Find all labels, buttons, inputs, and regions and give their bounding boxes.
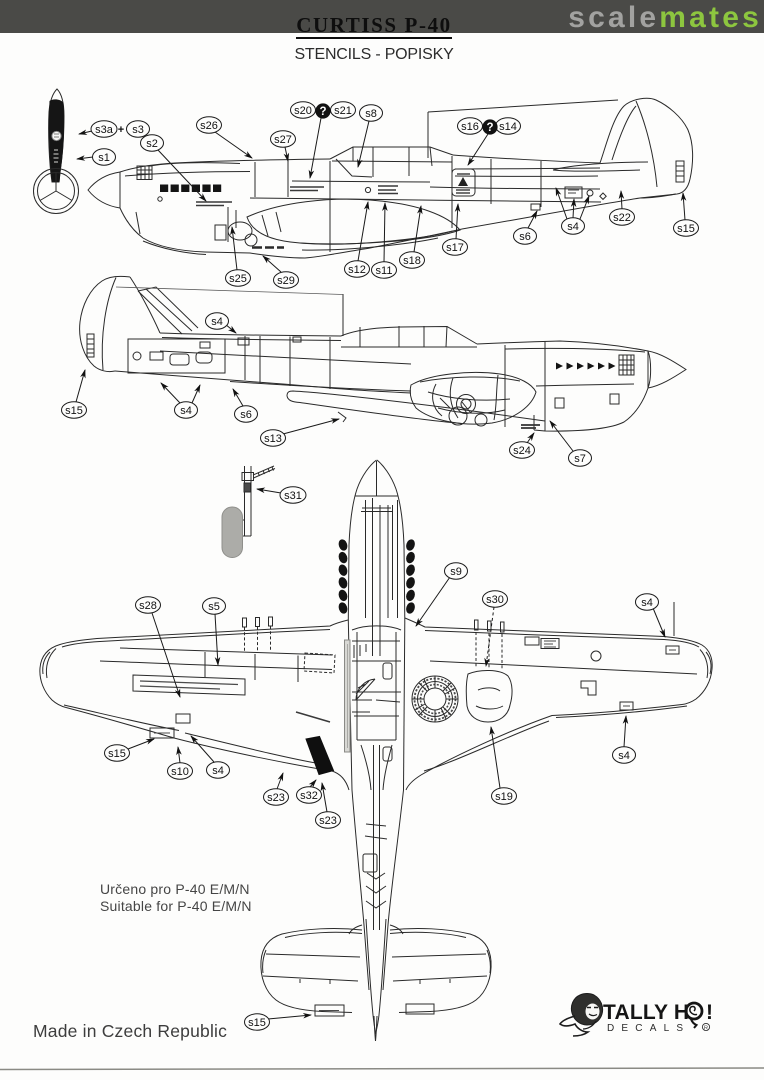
svg-text:s14: s14 (499, 121, 517, 133)
svg-text:s2: s2 (146, 138, 158, 150)
svg-text:!: ! (706, 1001, 713, 1024)
svg-text:s4: s4 (211, 316, 223, 328)
svg-text:s20: s20 (294, 105, 312, 117)
svg-text:s31: s31 (284, 490, 302, 502)
svg-text:s23: s23 (267, 792, 285, 804)
svg-text:R: R (704, 1026, 708, 1032)
svg-text:s4: s4 (618, 750, 630, 762)
svg-text:s24: s24 (513, 445, 531, 457)
svg-text:s4: s4 (567, 221, 579, 233)
svg-text:s8: s8 (365, 108, 377, 120)
svg-text:s12: s12 (348, 264, 366, 276)
svg-text:s28: s28 (139, 600, 157, 612)
svg-text:s25: s25 (229, 273, 247, 285)
svg-text:s15: s15 (677, 223, 695, 235)
svg-text:s23: s23 (319, 815, 337, 827)
svg-text:DECALS: DECALS (607, 1023, 690, 1034)
svg-text:s21: s21 (334, 105, 352, 117)
svg-text:s3: s3 (132, 124, 144, 136)
svg-text:s4: s4 (641, 597, 653, 609)
svg-text:?: ? (486, 122, 493, 134)
svg-text:s4: s4 (212, 765, 224, 777)
svg-text:s26: s26 (200, 120, 218, 132)
svg-text:s9: s9 (450, 566, 462, 578)
svg-text:s16: s16 (461, 121, 479, 133)
svg-text:s15: s15 (108, 748, 126, 760)
svg-text:s3a: s3a (95, 124, 114, 136)
svg-text:s7: s7 (574, 453, 586, 465)
svg-text:s15: s15 (248, 1017, 266, 1029)
svg-text:s10: s10 (171, 766, 189, 778)
svg-text:s6: s6 (240, 409, 252, 421)
svg-text:s22: s22 (613, 212, 631, 224)
svg-text:s29: s29 (277, 275, 295, 287)
svg-text:+: + (118, 124, 124, 136)
svg-text:s15: s15 (65, 405, 83, 417)
svg-text:s30: s30 (486, 594, 504, 606)
svg-text:s19: s19 (495, 791, 513, 803)
svg-text:s13: s13 (264, 433, 282, 445)
svg-text:s6: s6 (519, 231, 531, 243)
svg-text:s11: s11 (376, 265, 393, 277)
svg-text:s1: s1 (98, 152, 110, 164)
svg-text:?: ? (319, 106, 326, 118)
svg-text:s18: s18 (403, 255, 421, 267)
svg-text:s17: s17 (446, 242, 464, 254)
svg-text:s27: s27 (274, 134, 292, 146)
svg-text:TALLY H: TALLY H (603, 1001, 689, 1024)
svg-text:s32: s32 (300, 790, 318, 802)
svg-text:s5: s5 (208, 601, 220, 613)
svg-text:s4: s4 (180, 405, 192, 417)
